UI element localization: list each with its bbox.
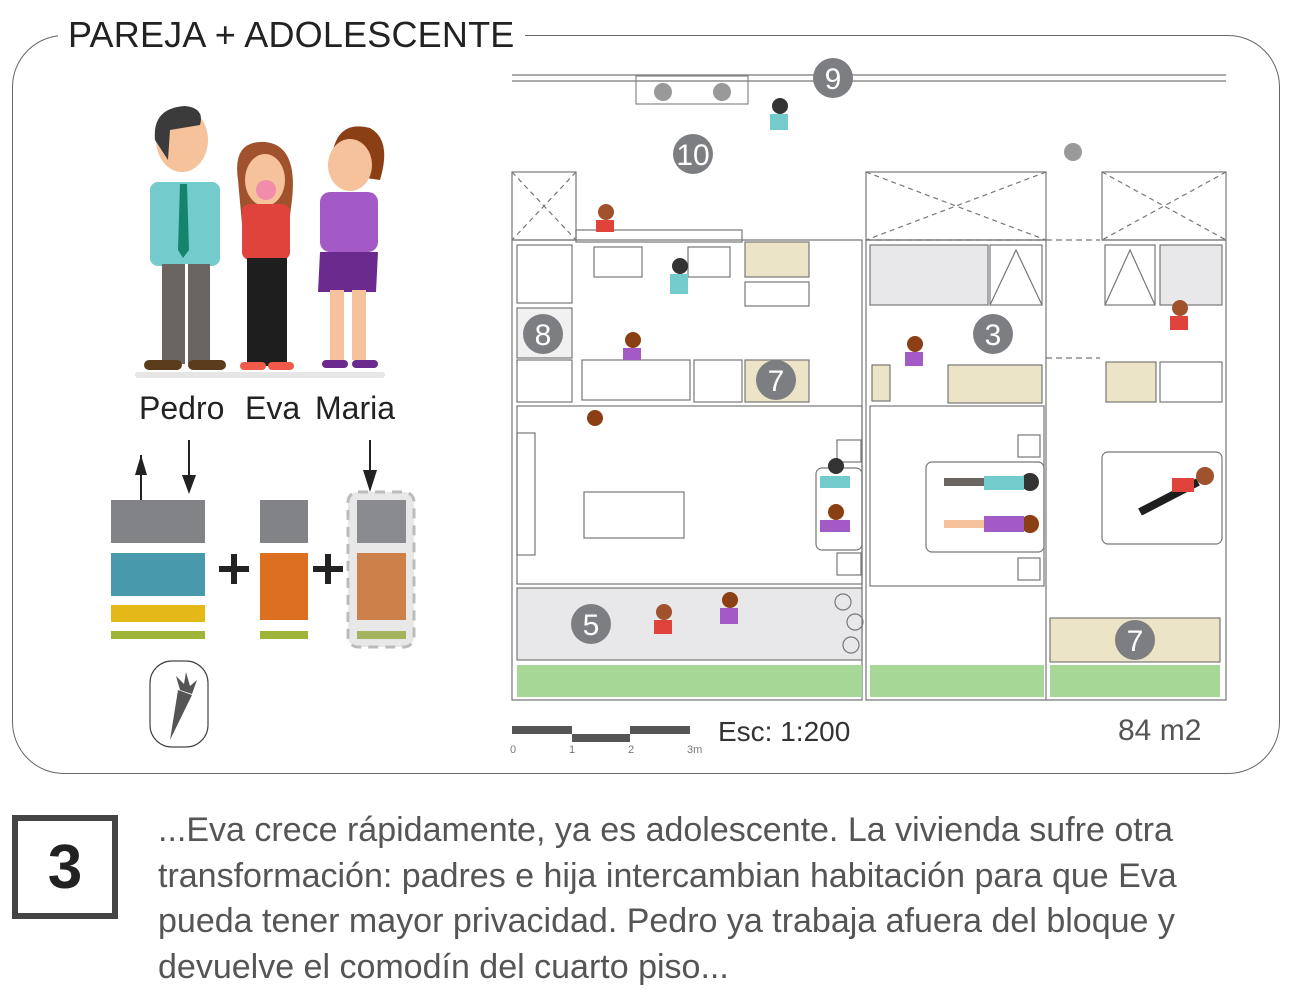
svg-text:10: 10 xyxy=(676,139,709,172)
svg-text:9: 9 xyxy=(825,63,842,96)
name-eva: Eva xyxy=(245,390,301,426)
area-label: 84 m2 xyxy=(1118,714,1202,747)
marker-5: 5 xyxy=(571,604,611,644)
svg-text:7: 7 xyxy=(1127,625,1144,658)
marker-8: 8 xyxy=(523,314,563,354)
step-description: ...Eva crece rápidamente, ya es adolesce… xyxy=(158,811,1177,986)
svg-text:5: 5 xyxy=(583,609,600,642)
figure-eva xyxy=(237,141,294,370)
carrot-icon xyxy=(149,660,209,748)
svg-text:7: 7 xyxy=(768,365,785,398)
panel-frame xyxy=(12,35,1280,774)
marker-7-terrace: 7 xyxy=(1115,620,1155,660)
step-number: 3 xyxy=(12,815,118,919)
figure-pedro xyxy=(144,106,226,370)
marker-10: 10 xyxy=(673,134,713,174)
plan-people xyxy=(587,83,1214,634)
name-maria: Maria xyxy=(315,390,396,426)
scale-tick: 1 xyxy=(569,744,576,756)
household-composition xyxy=(111,440,416,649)
scale-bar xyxy=(512,726,690,742)
scale-tick: 0 xyxy=(510,744,517,756)
marker-7-kitchen: 7 xyxy=(756,360,796,400)
scale-tick: 3m xyxy=(687,744,703,756)
name-pedro: Pedro xyxy=(139,390,225,426)
scale-tick: 2 xyxy=(628,744,635,756)
marker-9: 9 xyxy=(813,58,853,98)
figure-maria xyxy=(318,126,385,368)
floor-plan xyxy=(511,74,1227,701)
scale-label: Esc: 1:200 xyxy=(718,716,851,747)
svg-text:3: 3 xyxy=(985,319,1002,352)
svg-text:8: 8 xyxy=(535,319,552,352)
panel-title: PAREJA + ADOLESCENTE xyxy=(58,14,525,56)
marker-3: 3 xyxy=(973,314,1013,354)
